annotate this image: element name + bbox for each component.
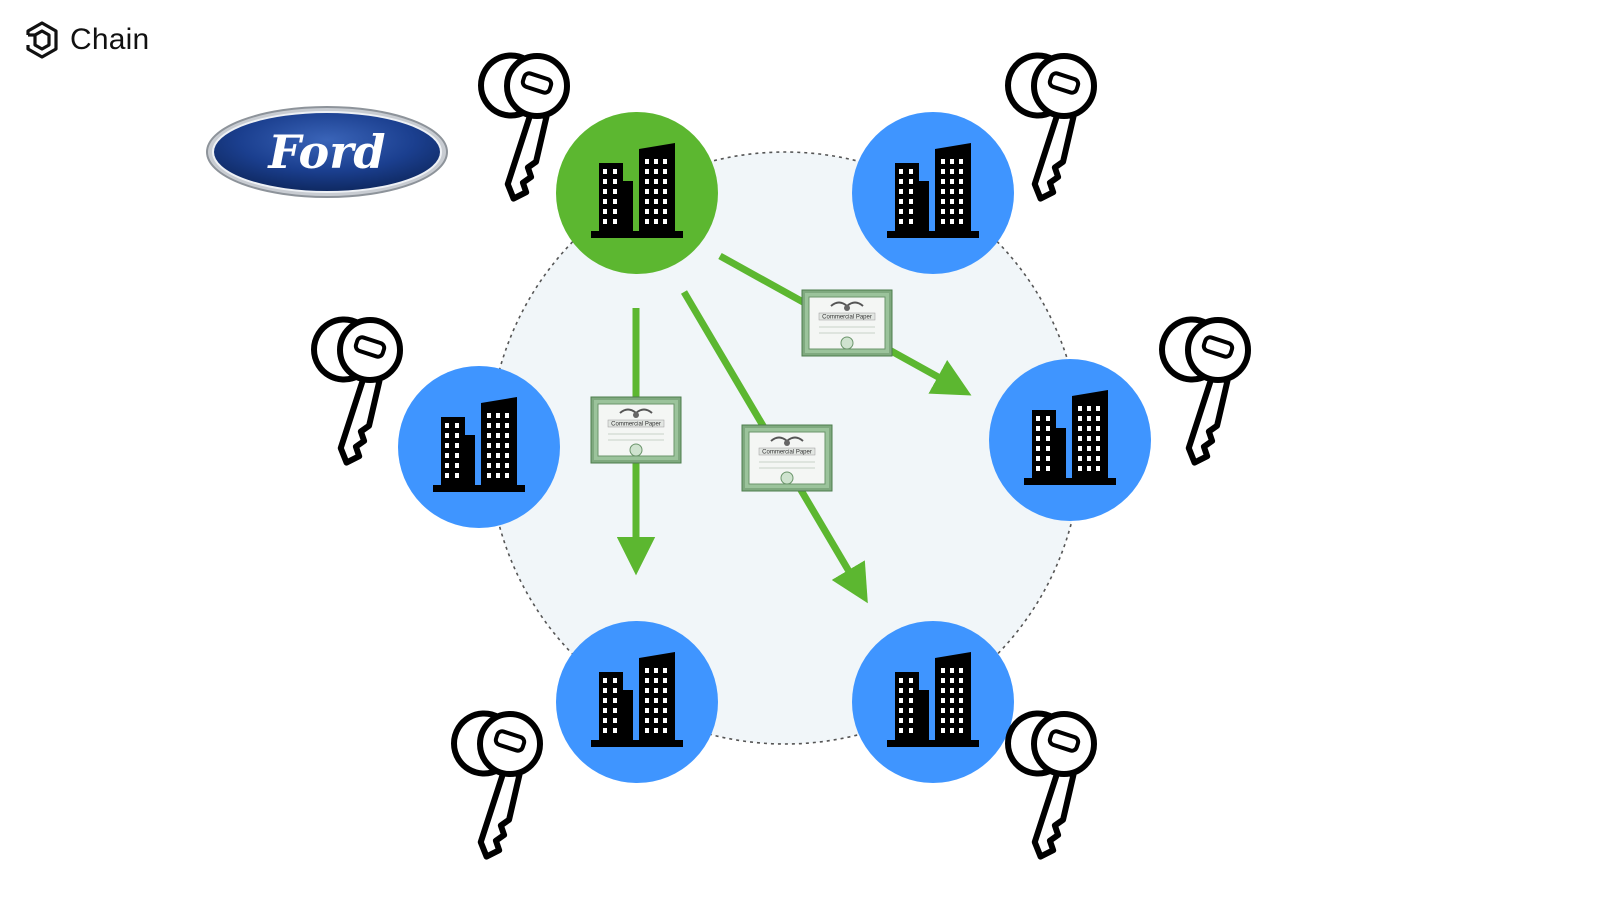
svg-text:Commercial Paper: Commercial Paper bbox=[762, 450, 812, 456]
key-icon bbox=[1008, 714, 1094, 860]
participant-node-top-right bbox=[852, 112, 1014, 274]
chain-brand: Chain bbox=[22, 20, 149, 60]
svg-text:Commercial Paper: Commercial Paper bbox=[611, 422, 661, 428]
key-icon bbox=[314, 320, 400, 466]
key-icon bbox=[481, 56, 567, 202]
participant-node-bottom-left bbox=[556, 621, 718, 783]
participant-node-right bbox=[989, 359, 1151, 521]
issuer-node bbox=[556, 112, 718, 274]
key-icon bbox=[1162, 320, 1248, 466]
participant-node-bottom-right bbox=[852, 621, 1014, 783]
commercial-paper-certificate: Commercial Paper bbox=[590, 396, 682, 464]
brand-name: Chain bbox=[70, 23, 150, 56]
participant-node-left bbox=[398, 366, 560, 528]
key-icon bbox=[1008, 56, 1094, 202]
ford-oval-logo: Ford bbox=[206, 106, 448, 198]
ford-wordmark: Ford bbox=[266, 125, 385, 179]
commercial-paper-certificate: Commercial Paper bbox=[741, 424, 833, 492]
chain-logo-icon bbox=[22, 21, 58, 59]
key-icon bbox=[454, 714, 540, 860]
svg-text:Commercial Paper: Commercial Paper bbox=[822, 315, 872, 321]
commercial-paper-certificate: Commercial Paper bbox=[801, 289, 893, 357]
